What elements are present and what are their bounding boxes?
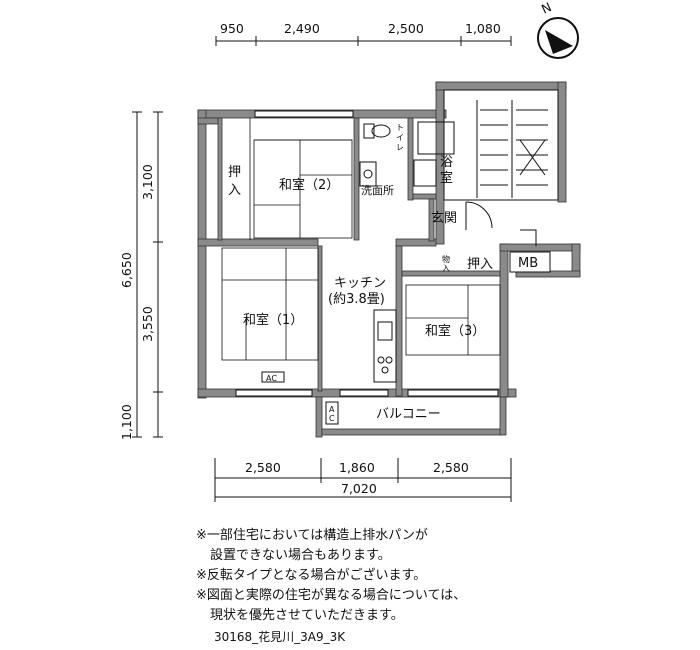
room-bath-a: 浴 — [440, 155, 453, 170]
note-line: ※反転タイプとなる場合がございます。 — [196, 568, 427, 583]
top-dimension-line — [215, 36, 512, 46]
dimension-top-1: 950 — [220, 21, 244, 36]
room-oshiire-2: 押入 — [467, 257, 493, 272]
dimension-total: 7,020 — [341, 481, 377, 496]
dimension-left-2: 3,550 — [140, 306, 155, 342]
dimension-top-3: 2,500 — [388, 21, 424, 36]
room-kitchen-size: (約3.8畳) — [328, 292, 385, 307]
toilet-fixture — [359, 123, 391, 187]
room-toilet-c: レ — [396, 143, 404, 152]
dimension-top-4: 1,080 — [465, 21, 501, 36]
room-kitchen: キッチン — [334, 276, 386, 291]
room-mb: MB — [518, 256, 538, 271]
dimension-left-1: 3,100 — [140, 164, 155, 200]
ac-unit-2 — [325, 401, 339, 425]
note-line: ※図面と実際の住宅が異なる場合については、 — [196, 588, 467, 603]
room-washitsu-1: 和室（1） — [243, 312, 303, 328]
room-toilet-a: ト — [396, 123, 404, 132]
ac-label-1: AC — [266, 374, 277, 383]
bath-fixture — [413, 121, 455, 187]
dimension-bottom-3: 2,580 — [433, 460, 469, 475]
ac-unit-1 — [261, 371, 285, 383]
compass-needle-icon — [545, 30, 573, 54]
note-line: 設置できない場合もあります。 — [210, 548, 391, 563]
room-oshiire-1-b: 入 — [228, 183, 241, 198]
dimension-bottom-1: 2,580 — [245, 460, 281, 475]
dimension-top-2: 2,490 — [284, 21, 320, 36]
ac-label-2b: C — [329, 414, 335, 423]
room-toilet-b: イ — [396, 133, 404, 142]
dimension-left-total: 6,650 — [119, 252, 134, 288]
dimension-left-3: 1,100 — [119, 404, 134, 440]
plan-code: 30168_花見川_3A9_3K — [214, 630, 346, 644]
note-line: ※一部住宅においては構造上排水パンが — [196, 528, 428, 543]
compass-north-label: N — [539, 0, 554, 17]
mb-box — [509, 251, 551, 273]
left-dimension-lines — [132, 111, 163, 438]
stairwell — [443, 89, 559, 201]
room-washitsu-2: 和室（2） — [279, 177, 339, 193]
window-marks — [235, 110, 499, 397]
tatami-lines — [221, 118, 501, 361]
compass: N — [537, 0, 579, 59]
room-washitsu-3: 和室（3） — [425, 323, 485, 339]
notes: ※一部住宅においては構造上排水パンが設置できない場合もあります。 ※反転タイプとな… — [196, 526, 686, 626]
room-monoire-b: 入 — [442, 264, 450, 273]
note-line: 現状を優先させていただきます。 — [210, 608, 404, 623]
room-monoire-a: 物 — [442, 254, 450, 264]
entrance-door — [465, 201, 537, 246]
ac-label-2a: A — [329, 405, 335, 414]
room-oshiire-1-a: 押 — [228, 165, 241, 180]
room-genkan: 玄関 — [431, 211, 457, 226]
room-balcony: バルコニー — [376, 407, 441, 422]
room-bath-b: 室 — [440, 170, 453, 186]
kitchen-counter — [373, 309, 397, 383]
bottom-dimension-lines — [214, 458, 512, 502]
room-senmen: 洗面所 — [361, 184, 394, 197]
dimension-bottom-2: 1,860 — [339, 460, 375, 475]
